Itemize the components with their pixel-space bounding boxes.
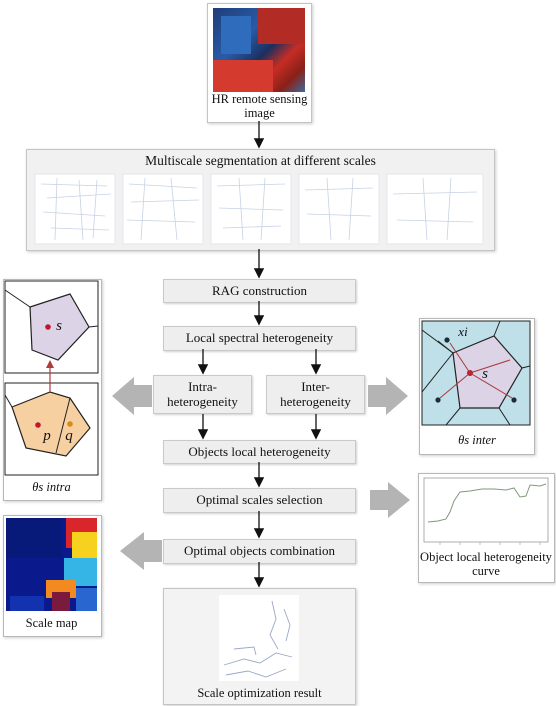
rag-construction-box: RAG construction: [163, 279, 356, 303]
input-image-label: HR remote sensing image: [211, 92, 308, 121]
inter-region-s-label: s: [482, 366, 488, 382]
segmentation-title: Multiscale segmentation at different sca…: [145, 153, 376, 168]
inter-heterogeneity-box: Inter-heterogeneity: [266, 375, 365, 414]
curve-caption: Object local heterogeneity curve: [420, 550, 552, 579]
result-segmentation-image: [219, 595, 299, 681]
big-arrow-intra-left: [112, 377, 152, 415]
optimal-scales-selection-box: Optimal scales selection: [163, 488, 356, 513]
inter-caption: θs inter: [458, 433, 496, 447]
segmentation-panel: Multiscale segmentation at different sca…: [26, 149, 495, 251]
scale-map-image: [6, 518, 97, 611]
big-arrow-combination-left: [120, 532, 162, 570]
segmentation-thumbnails: [34, 173, 484, 245]
input-remote-sensing-image: [213, 8, 305, 92]
result-caption: Scale optimization result: [197, 686, 322, 700]
intra-region-q-label: q: [65, 428, 73, 444]
local-spectral-heterogeneity-box: Local spectral heterogeneity: [163, 326, 356, 351]
optimal-objects-combination-box: Optimal objects combination: [163, 539, 356, 564]
result-panel: Scale optimization result: [163, 588, 356, 705]
intra-region-p-label: p: [43, 428, 51, 444]
objects-local-heterogeneity-box: Objects local heterogeneity: [163, 440, 356, 464]
intra-caption: θs intra: [32, 480, 71, 494]
intra-heterogeneity-box: Intra-heterogeneity: [153, 375, 252, 414]
intra-region-s-label: s: [56, 318, 62, 334]
scale-map-caption: Scale map: [25, 616, 78, 630]
inter-neighbor-label: xi: [458, 324, 468, 339]
input-image-panel: HR remote sensing image: [207, 3, 312, 123]
big-arrow-scales-right: [370, 482, 410, 518]
big-arrow-inter-right: [368, 377, 408, 415]
